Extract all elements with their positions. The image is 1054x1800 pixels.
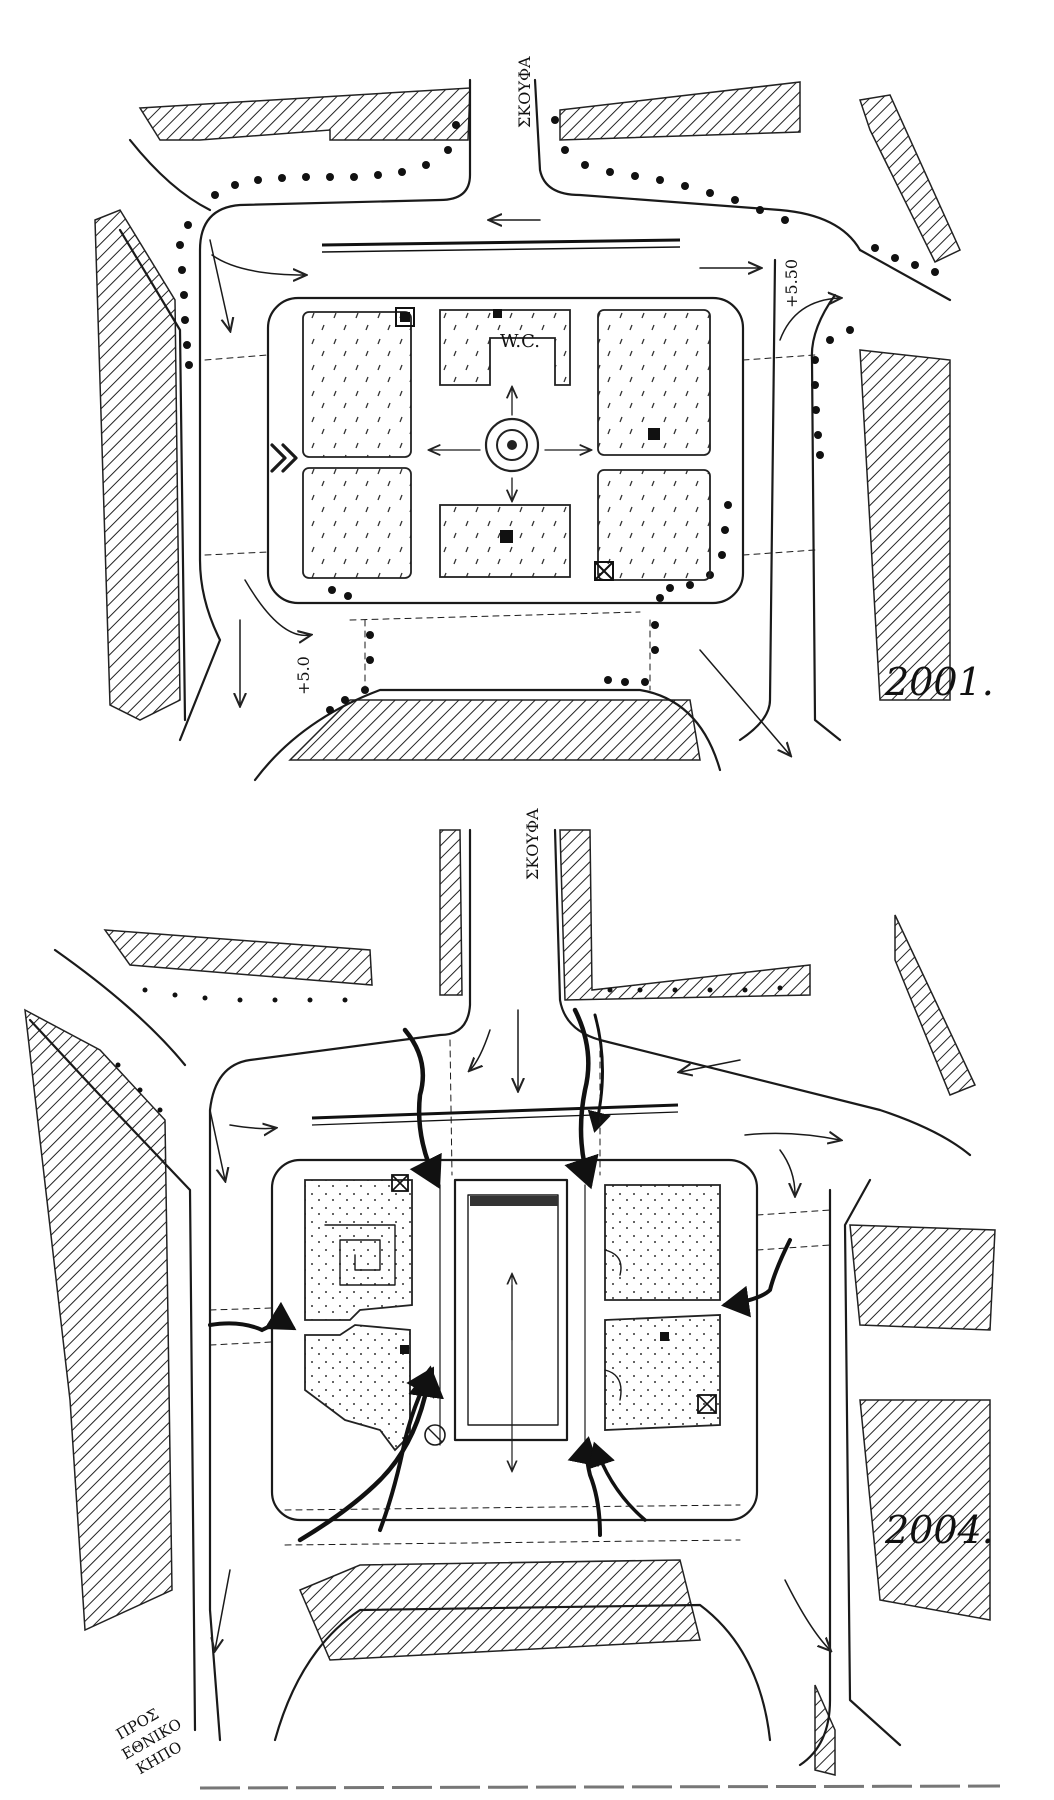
square-outline-2004 [270,1158,759,1522]
bench-bar-north-2004 [311,1103,679,1126]
building-block-west [24,1008,173,1632]
level-label-right: +5.50 [782,259,801,308]
garden-bed-nw [304,1179,413,1321]
building-block-bottom [288,699,701,761]
year-2001: 2001. [884,660,994,704]
green-plot-ne [597,309,711,456]
tree-row-north [211,116,789,224]
garden-bed-se [604,1314,721,1431]
level-label-left: +5.0 [294,656,313,695]
building-block-n-mid [439,829,463,996]
building-block-n-right [559,829,811,1001]
wc-building [439,309,571,386]
tree-row-north-2004 [115,985,783,1113]
kiosk-markers [395,307,660,581]
entrance-chevron-west [270,443,298,473]
square-outline-2001 [266,296,745,605]
building-block-east-lower [859,1399,991,1621]
green-plot-nw [302,311,412,458]
building-block-east [859,349,951,701]
building-block-top-right [559,81,801,141]
building-block-n-left [103,929,373,986]
tree-row-east [811,244,939,459]
bench-bar-north [321,238,681,253]
building-block-left [94,209,181,721]
direction-label: ΠΡΟΣ ΕΘΝΙΚΟ ΚΗΠΟ [113,1705,185,1778]
green-plot-sw [302,467,412,579]
maze-motif [324,1224,396,1286]
street-label-2004: ΣΚΟΥΦΑ [523,808,542,880]
building-block-right [859,94,961,263]
wc-label: W.C. [500,331,540,352]
building-block-east-upper [849,1224,996,1331]
plan-2001: W.C. [94,56,994,782]
central-plaza [424,1178,586,1470]
pedestrian-flow-arrows [208,1007,792,1543]
tree-row-west [176,221,193,369]
plan-2004: ΣΚΟΥΦΑ ΠΡΟΣ ΕΘΝΙΚΟ ΚΗΠΟ 2004. [24,808,996,1778]
fountain [484,417,540,473]
garden-bed-ne [604,1184,721,1301]
building-block-ne [894,914,977,1096]
year-2004: 2004. [884,1508,994,1552]
building-block-top-left [138,87,471,141]
green-plot-se [597,469,711,581]
building-block-south [299,1559,701,1661]
garden-bed-sw [304,1324,411,1452]
street-label-2001: ΣΚΟΥΦΑ [515,56,534,128]
